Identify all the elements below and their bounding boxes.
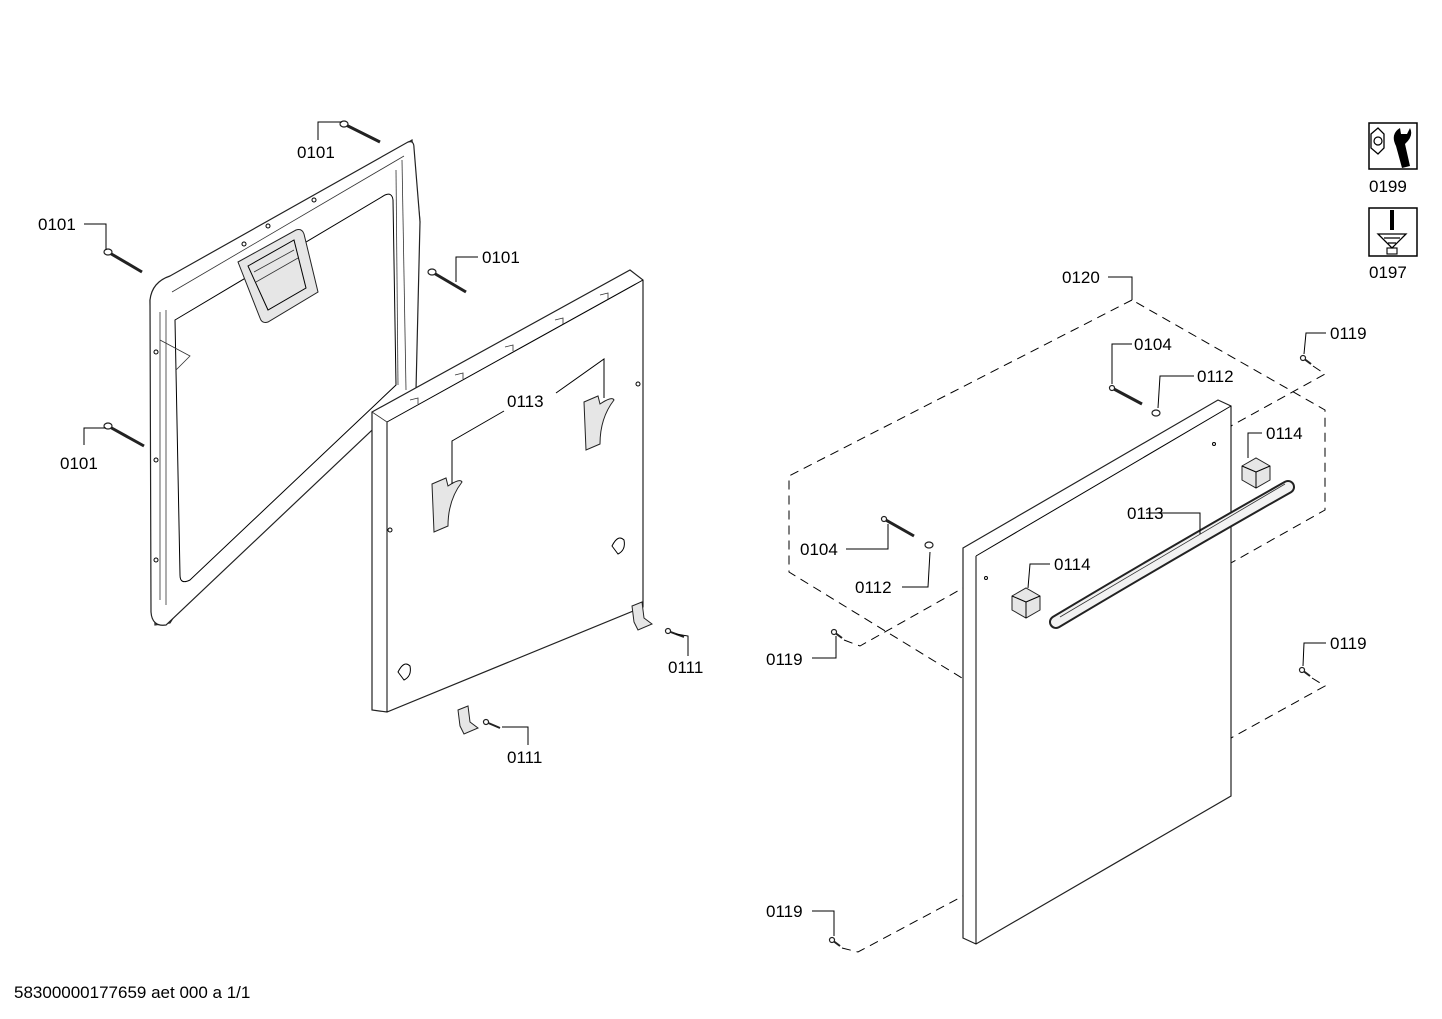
label-tool-wrench: 0199 [1369,177,1407,196]
label-hinge-bottom: 0111 [507,748,542,767]
label-kit: 0120 [1062,268,1100,287]
label-bolt-top: 0104 [1134,335,1172,354]
label-screw-bottom: 0101 [60,454,98,473]
wood-screw-left-lower [103,422,145,448]
drawing-footer-code: 58300000177659 aet 000 a 1/1 [14,983,250,1002]
hinge-right [631,601,685,638]
small-screw-top-right [1299,354,1312,365]
hinge-bottom [457,705,501,735]
label-screw-left: 0101 [38,215,76,234]
wood-screw-right [427,268,467,294]
wrench-tool-icon [1368,122,1418,170]
door-inner-frame [149,138,421,626]
label-tool-screwdriver: 0197 [1369,263,1407,282]
bolt-left [880,515,915,538]
label-hinge-right: 0111 [668,658,703,677]
small-screw-middle-left [830,628,843,639]
leader-lines [83,121,1326,936]
handle-cap-left [1011,587,1041,619]
handle-cap-right [1241,457,1271,489]
small-screw-bottom-left [828,936,841,947]
label-small-screw-bottom-left: 0119 [766,902,803,921]
label-cap-right: 0114 [1266,424,1303,443]
wood-screw-left-upper [103,248,143,274]
label-cap-left: 0114 [1054,555,1091,574]
label-handle: 0113 [1127,504,1164,523]
washer-top [1151,409,1161,417]
label-small-screw-middle-right: 0119 [1330,634,1367,653]
part-labels: 0101 0101 0101 0101 0113 0111 0111 0120 … [38,143,1407,921]
door-front-panel [962,399,1232,945]
wood-screw-top [339,120,381,144]
small-screw-middle-right [1298,666,1311,677]
label-washer-top: 0112 [1197,367,1234,386]
label-small-screw-top-right: 0119 [1330,324,1367,343]
label-small-screw-middle-left: 0119 [766,650,803,669]
label-bolt-left: 0104 [800,540,838,559]
label-screw-right: 0101 [482,248,520,267]
door-handle [1049,480,1295,629]
washer-left [924,541,934,549]
bolt-top [1108,384,1143,406]
label-hook: 0113 [507,392,544,411]
label-washer-left: 0112 [855,578,892,597]
screwdriver-tool-icon [1368,207,1418,257]
label-screw-top: 0101 [297,143,335,162]
